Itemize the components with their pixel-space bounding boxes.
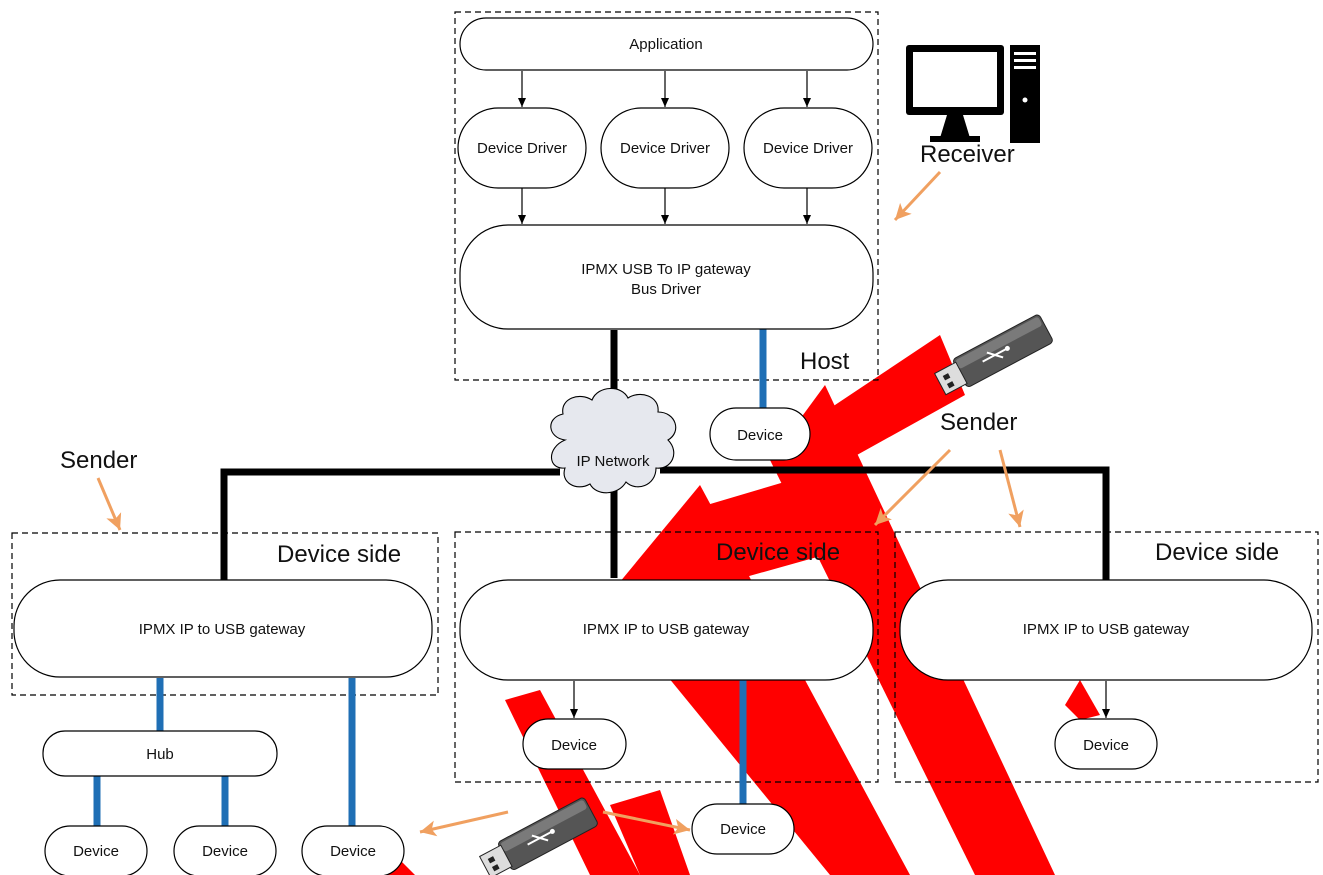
receiver-label: Receiver bbox=[920, 141, 1015, 168]
application-box bbox=[459, 17, 874, 71]
gateway-box-middle bbox=[459, 579, 874, 681]
device-driver-label-1: Device Driver bbox=[477, 140, 567, 157]
device-driver-label-2: Device Driver bbox=[620, 140, 710, 157]
device-driver-box-3 bbox=[743, 107, 873, 189]
left-device-label-2: Device bbox=[202, 843, 248, 860]
middle-device-box-2 bbox=[691, 803, 795, 855]
device-side-label-middle: Device side bbox=[716, 539, 840, 566]
device-driver-box-2 bbox=[600, 107, 730, 189]
hub-label: Hub bbox=[146, 746, 174, 763]
host-device-box bbox=[709, 407, 811, 461]
host-container bbox=[454, 11, 879, 381]
gateway-box-left bbox=[13, 579, 433, 678]
middle-device-label-2: Device bbox=[720, 821, 766, 838]
bus-driver-box bbox=[459, 224, 874, 330]
sender-label-right: Sender bbox=[940, 409, 1017, 436]
device-driver-label-3: Device Driver bbox=[763, 140, 853, 157]
host-device-label: Device bbox=[737, 427, 783, 444]
gateway-label-left: IPMX IP to USB gateway bbox=[139, 621, 306, 638]
device-driver-box-1 bbox=[457, 107, 587, 189]
device-side-container-middle bbox=[454, 531, 879, 783]
left-device-label-3: Device bbox=[330, 843, 376, 860]
ip-network-label: IP Network bbox=[576, 453, 650, 470]
usb-links bbox=[93, 326, 767, 828]
host-label: Host bbox=[800, 348, 850, 375]
right-device-label: Device bbox=[1083, 737, 1129, 754]
device-side-label-left: Device side bbox=[277, 541, 401, 568]
hub-box bbox=[42, 730, 278, 777]
gateway-label-right: IPMX IP to USB gateway bbox=[1023, 621, 1190, 638]
right-device-box bbox=[1054, 718, 1158, 770]
application-label: Application bbox=[629, 36, 702, 53]
ip-network-cloud: IP Network bbox=[550, 387, 677, 494]
computer-icon bbox=[906, 45, 1040, 143]
host-arrows bbox=[518, 71, 1110, 718]
device-side-label-right: Device side bbox=[1155, 539, 1279, 566]
usb-stick-icon bbox=[933, 314, 1053, 396]
gateway-box-right bbox=[899, 579, 1313, 681]
callout-arrows bbox=[96, 170, 1024, 837]
gateway-label-middle: IPMX IP to USB gateway bbox=[583, 621, 750, 638]
bus-driver-label-line2: Bus Driver bbox=[631, 281, 701, 298]
left-device-label-1: Device bbox=[73, 843, 119, 860]
left-device-box-1 bbox=[44, 825, 148, 875]
left-device-box-3 bbox=[301, 825, 405, 875]
cloud-icon bbox=[550, 387, 677, 494]
middle-device-label-1: Device bbox=[551, 737, 597, 754]
middle-device-box-1 bbox=[522, 718, 627, 770]
usb-stick-icon bbox=[478, 797, 598, 875]
bus-driver-label-line1: IPMX USB To IP gateway bbox=[581, 261, 751, 278]
left-device-box-2 bbox=[173, 825, 277, 875]
sender-label-left: Sender bbox=[60, 447, 137, 474]
